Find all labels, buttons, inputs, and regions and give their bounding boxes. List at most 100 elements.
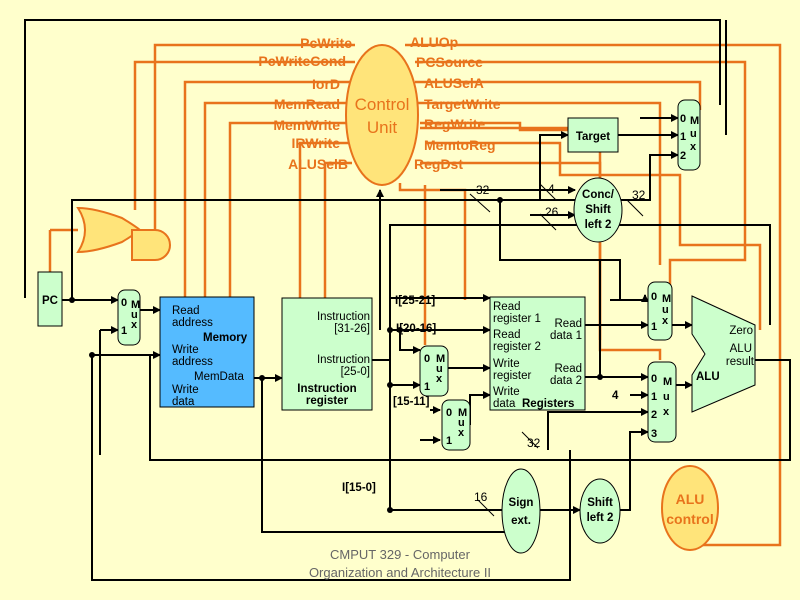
ir-title-1: Instruction (297, 383, 356, 395)
sign-ext-2: ext. (511, 515, 531, 527)
control-unit-label-2: Unit (367, 118, 398, 137)
mux-aluselb: 0 1 2 3 M u x (647, 361, 677, 443)
mux-regdst-1: 1 (424, 381, 430, 393)
mux-alusela: 0 1 M u x (647, 281, 673, 341)
mux-regdst-u: u (436, 363, 443, 375)
alu-name: ALU (696, 371, 720, 383)
footer-line-2: Organization and Architecture II (309, 565, 491, 580)
reg-read-reg1-2: register 1 (493, 313, 541, 325)
signal-labels-left: PcWrite PcWriteCond IorD MemRead MemWrit… (258, 35, 352, 172)
mux-aluselb-2: 2 (651, 409, 657, 421)
register-file: Read register 1 Read register 2 Write re… (489, 296, 586, 411)
mux-memtoreg-x: x (458, 427, 465, 439)
reg-read-data2-1: Read (555, 363, 583, 375)
memory-unit: Read address Memory Write address MemDat… (159, 296, 255, 408)
mux-alusela-0: 0 (651, 291, 657, 303)
mux-memtoreg-0: 0 (446, 407, 452, 419)
mux-memtoreg-m: M (458, 407, 467, 419)
alu-label: ALU (730, 343, 752, 355)
field-15-0: I[15-0] (342, 482, 376, 494)
mux-alusela-u: u (662, 304, 669, 316)
mux-iord-x: x (131, 319, 138, 331)
mem-write-address-1: Write (172, 344, 199, 356)
signal-alusela: ALUSelA (424, 75, 484, 91)
field-15-11: [15-11] (393, 396, 430, 408)
instruction-fields: I[25-21] I[20-16] [15-11] I[15-0] (342, 295, 436, 494)
mux-pcsource-u: u (690, 128, 697, 140)
reg-write-data-2: data (493, 398, 516, 410)
mem-data-label: MemData (194, 371, 244, 383)
instruction-register: Instruction [31-26] Instruction [25-0] I… (281, 297, 373, 411)
control-unit-label-1: Control (355, 95, 410, 114)
mux-alusela-1: 1 (651, 321, 657, 333)
signal-pcsource: PCSource (416, 54, 483, 70)
signal-pcwrite: PcWrite (300, 35, 352, 51)
mux-regdst-x: x (436, 373, 443, 385)
field-25-21: I[25-21] (395, 295, 435, 307)
signal-labels-right: ALUOp PCSource ALUSelA TargetWrite RegWr… (410, 34, 501, 172)
width-32c: 32 (527, 436, 541, 450)
mux-pcsource-2: 2 (680, 150, 686, 162)
mux-iord-m: M (131, 299, 140, 311)
signal-pcwritecond: PcWriteCond (258, 53, 346, 69)
field-20-16: I[20-16] (396, 323, 436, 335)
mux-regdst-0: 0 (424, 353, 430, 365)
target-register: Target (567, 117, 619, 153)
and-gate (131, 229, 171, 261)
reg-read-reg2-2: register 2 (493, 341, 541, 353)
mux-pcsource-0: 0 (680, 113, 686, 125)
shift-left-unit: Shift left 2 (579, 478, 621, 544)
memory-title: Memory (203, 332, 248, 344)
width-32b: 32 (632, 188, 646, 202)
mux-aluselb-m: M (663, 376, 672, 388)
mux-regdst: 0 1 M u x (419, 345, 449, 397)
mux-memtoreg: 0 1 M u x (441, 399, 471, 451)
ir-range-2: [25-0] (341, 366, 370, 378)
reg-write-data-1: Write (493, 386, 520, 398)
mux-iord-0: 0 (121, 297, 127, 309)
footer: CMPUT 329 - Computer Organization and Ar… (309, 547, 491, 580)
mux-iord-u: u (131, 309, 138, 321)
mem-write-address-2: address (172, 356, 213, 368)
mem-read-address-1: Read (172, 305, 200, 317)
reg-read-data2-2: data 2 (550, 375, 582, 387)
junction-dots (69, 197, 603, 513)
width-16: 16 (474, 490, 488, 504)
ir-instruction-1: Instruction (317, 311, 370, 323)
pc-label: PC (42, 295, 58, 307)
footer-line-1: CMPUT 329 - Computer (330, 547, 471, 562)
signal-regdst: RegDst (414, 156, 463, 172)
control-unit: Control Unit (345, 44, 419, 186)
sign-ext-1: Sign (509, 497, 534, 509)
shift-bottom-2: left 2 (587, 512, 614, 524)
signal-targetwrite: TargetWrite (424, 96, 501, 112)
conc-shift-unit: Conc/ Shift left 2 (573, 177, 623, 243)
width-32a: 32 (476, 183, 490, 197)
signal-memread: MemRead (274, 96, 340, 112)
alu-result-label: result (726, 356, 755, 368)
width-4: 4 (548, 182, 555, 196)
signal-aluop: ALUOp (410, 34, 458, 50)
conc-shift-2: Shift (585, 204, 611, 216)
constant-four: 4 (612, 390, 619, 402)
reg-read-data1-1: Read (555, 318, 583, 330)
ir-title-2: register (306, 395, 349, 407)
mem-write-data-2: data (172, 396, 195, 408)
mux-iord: 0 1 M u x (117, 289, 141, 346)
mux-alusela-x: x (662, 315, 669, 327)
pc-register: PC (37, 271, 63, 327)
reg-write-reg-2: register (493, 370, 532, 382)
signal-regwrite: RegWrite (424, 116, 485, 132)
mux-iord-1: 1 (121, 325, 127, 337)
mux-memtoreg-1: 1 (446, 435, 452, 447)
reg-read-reg2-1: Read (493, 329, 521, 341)
signal-memwrite: MemWrite (273, 117, 340, 133)
registers-title: Registers (522, 398, 574, 410)
mux-alusela-m: M (662, 293, 671, 305)
mux-aluselb-3: 3 (651, 428, 657, 440)
alu-control-2: control (666, 511, 713, 527)
ir-instruction-2: Instruction (317, 354, 370, 366)
mux-aluselb-u: u (663, 391, 670, 403)
